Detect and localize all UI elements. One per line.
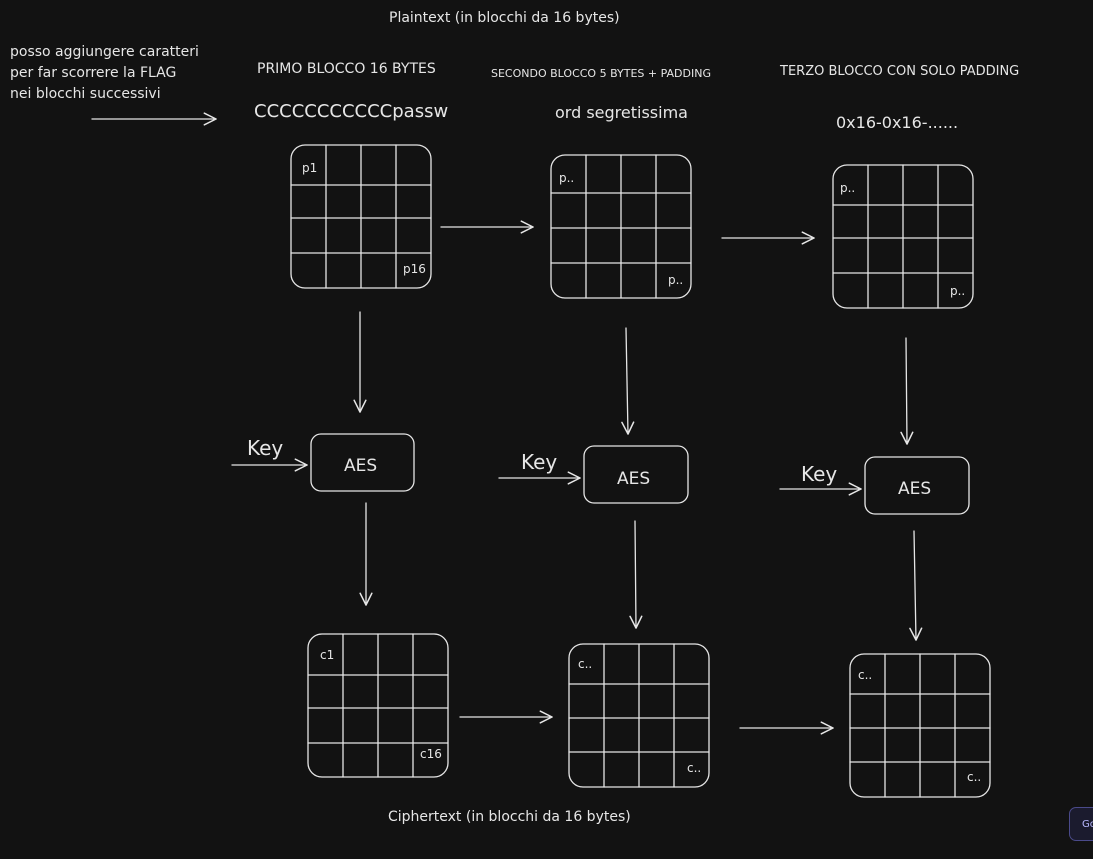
note-line-3: nei blocchi successivi [10, 86, 161, 102]
block2-heading: SECONDO BLOCCO 5 BYTES + PADDING [491, 67, 711, 80]
block3-content: 0x16-0x16-...... [836, 113, 958, 132]
down-arrow-cipher-2 [629, 520, 643, 629]
key-label-3: Key [801, 462, 837, 486]
note-line-1: posso aggiungere caratteri [10, 44, 199, 60]
ciphertext-cell-first: c.. [578, 657, 592, 671]
plaintext-cell-first: p.. [559, 171, 574, 185]
note-line-2: per far scorrere la FLAG [10, 65, 176, 81]
plaintext-cell-last: p.. [668, 273, 683, 287]
plaintext-cell-last: p.. [950, 284, 965, 298]
aes-label: AES [617, 469, 650, 489]
ciphertext-cell-last: c.. [967, 770, 981, 784]
key-label-2: Key [521, 450, 557, 474]
plaintext-title: Plaintext (in blocchi da 16 bytes) [389, 10, 620, 26]
ciphertext-grid-3: c.. c.. [849, 653, 991, 798]
aes-box-2: AES [583, 445, 689, 504]
plaintext-cell-first: p.. [840, 181, 855, 195]
ciphertext-grid-2: c.. c.. [568, 643, 710, 788]
ciphertext-grid-1: c1 c16 [307, 633, 449, 778]
aes-box-1: AES [310, 433, 415, 492]
plaintext-grid-1: p1 p16 [290, 144, 432, 289]
plaintext-cell-first: p1 [302, 161, 317, 175]
ciphertext-cell-first: c.. [858, 668, 872, 682]
ciphertext-title: Ciphertext (in blocchi da 16 bytes) [388, 809, 631, 825]
block3-heading: TERZO BLOCCO CON SOLO PADDING [779, 64, 1019, 79]
ciphertext-cell-last: c.. [687, 761, 701, 775]
block1-heading: PRIMO BLOCCO 16 BYTES [257, 61, 436, 77]
plaintext-grid-2: p.. p.. [550, 154, 692, 299]
plaintext-cell-last: p16 [403, 262, 426, 276]
block1-content: CCCCCCCCCCCpassw [254, 101, 448, 122]
down-arrow-plain-2 [621, 327, 635, 435]
aes-label: AES [898, 479, 931, 499]
down-arrow-cipher-3 [909, 530, 923, 641]
corner-button[interactable]: Go [1069, 807, 1093, 841]
down-arrow-plain-3 [900, 337, 914, 445]
block2-content: ord segretissima [555, 103, 688, 122]
plaintext-grid-3: p.. p.. [832, 164, 974, 309]
ciphertext-cell-first: c1 [320, 648, 334, 662]
aes-label: AES [344, 456, 377, 476]
key-label-1: Key [247, 436, 283, 460]
ciphertext-cell-last: c16 [420, 747, 442, 761]
aes-box-3: AES [864, 456, 970, 515]
